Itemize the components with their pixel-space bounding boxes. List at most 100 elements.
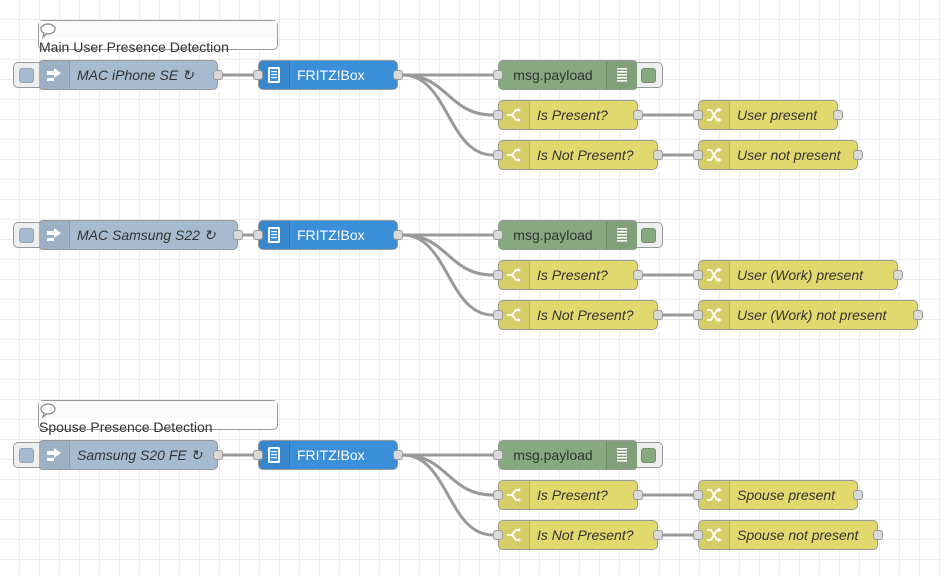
- input-port[interactable]: [693, 110, 703, 120]
- wire-fritzbox-to-not-present-switch[interactable]: [402, 453, 494, 537]
- input-port[interactable]: [493, 110, 503, 120]
- debug-toggle-button[interactable]: [637, 442, 663, 468]
- input-port[interactable]: [493, 70, 503, 80]
- input-port[interactable]: [693, 490, 703, 500]
- not-present-switch-node[interactable]: Is Not Present?: [493, 300, 663, 330]
- not-present-switch-node-label: Is Not Present?: [537, 147, 634, 163]
- not-present-switch-node[interactable]: Is Not Present?: [493, 520, 663, 550]
- present-change-node-label: User (Work) present: [737, 267, 864, 283]
- inject-node-label: MAC iPhone SE ↻: [77, 67, 194, 83]
- shuffle-icon: [699, 481, 730, 509]
- debug-node-label: msg.payload: [513, 227, 593, 243]
- not-present-change-node[interactable]: User (Work) not present: [693, 300, 923, 330]
- inject-node[interactable]: MAC Samsung S22 ↻: [13, 220, 243, 250]
- inject-node-label: Samsung S20 FE ↻: [77, 447, 203, 463]
- input-port[interactable]: [493, 490, 503, 500]
- wire-fritzbox-to-present-switch[interactable]: [402, 73, 494, 117]
- wire-fritzbox-to-present-switch[interactable]: [402, 233, 494, 277]
- input-port[interactable]: [493, 450, 503, 460]
- switch-icon: [499, 301, 530, 329]
- input-port[interactable]: [493, 270, 503, 280]
- debug-node[interactable]: msg.payload: [493, 60, 663, 90]
- debug-node-label: msg.payload: [513, 67, 593, 83]
- inject-node[interactable]: MAC iPhone SE ↻: [13, 60, 223, 90]
- inject-node-label: MAC Samsung S22 ↻: [77, 227, 216, 243]
- speech-bubble-icon: [39, 401, 277, 419]
- input-port[interactable]: [693, 310, 703, 320]
- inject-trigger-button[interactable]: [13, 222, 39, 248]
- shuffle-icon: [699, 101, 730, 129]
- wire-fritzbox-to-not-present-switch[interactable]: [402, 233, 494, 317]
- shuffle-icon: [699, 141, 730, 169]
- present-switch-node[interactable]: Is Present?: [493, 260, 643, 290]
- debug-list-icon: [606, 61, 637, 89]
- output-port[interactable]: [893, 270, 903, 280]
- output-port[interactable]: [653, 310, 663, 320]
- debug-toggle-button[interactable]: [637, 222, 663, 248]
- not-present-change-node[interactable]: Spouse not present: [693, 520, 883, 550]
- comment-node[interactable]: Spouse Presence Detection: [38, 400, 278, 435]
- output-port[interactable]: [213, 70, 223, 80]
- output-port[interactable]: [633, 110, 643, 120]
- inject-trigger-button[interactable]: [13, 442, 39, 468]
- output-port[interactable]: [393, 230, 403, 240]
- output-port[interactable]: [653, 150, 663, 160]
- output-port[interactable]: [913, 310, 923, 320]
- shuffle-icon: [699, 261, 730, 289]
- switch-icon: [499, 481, 530, 509]
- input-port[interactable]: [493, 150, 503, 160]
- wire-fritzbox-to-not-present-switch[interactable]: [402, 73, 494, 157]
- input-port[interactable]: [253, 230, 263, 240]
- comment-label: Main User Presence Detection: [39, 39, 229, 55]
- input-port[interactable]: [493, 230, 503, 240]
- comment-label: Spouse Presence Detection: [39, 419, 213, 435]
- input-port[interactable]: [493, 530, 503, 540]
- input-port[interactable]: [493, 310, 503, 320]
- present-change-node-label: User present: [737, 107, 818, 123]
- debug-node[interactable]: msg.payload: [493, 440, 663, 470]
- input-port[interactable]: [253, 450, 263, 460]
- fritzbox-node[interactable]: FRITZ!Box: [253, 440, 403, 470]
- input-port[interactable]: [693, 530, 703, 540]
- input-port[interactable]: [253, 70, 263, 80]
- wire-fritzbox-to-present-switch[interactable]: [402, 453, 494, 497]
- not-present-change-node-label: User not present: [737, 147, 841, 163]
- output-port[interactable]: [233, 230, 243, 240]
- output-port[interactable]: [213, 450, 223, 460]
- fritzbox-node[interactable]: FRITZ!Box: [253, 60, 403, 90]
- present-change-node[interactable]: User (Work) present: [693, 260, 903, 290]
- output-port[interactable]: [853, 150, 863, 160]
- comment-node[interactable]: Main User Presence Detection: [38, 20, 278, 55]
- present-switch-node-label: Is Present?: [537, 487, 608, 503]
- present-change-node[interactable]: Spouse present: [693, 480, 863, 510]
- fritzbox-node[interactable]: FRITZ!Box: [253, 220, 403, 250]
- not-present-switch-node-label: Is Not Present?: [537, 527, 634, 543]
- not-present-switch-node-label: Is Not Present?: [537, 307, 634, 323]
- debug-node-label: msg.payload: [513, 447, 593, 463]
- inject-node[interactable]: Samsung S20 FE ↻: [13, 440, 223, 470]
- present-change-node[interactable]: User present: [693, 100, 843, 130]
- input-port[interactable]: [693, 150, 703, 160]
- fritzbox-node-label: FRITZ!Box: [297, 67, 365, 83]
- output-port[interactable]: [393, 450, 403, 460]
- not-present-change-node[interactable]: User not present: [693, 140, 863, 170]
- debug-list-icon: [606, 441, 637, 469]
- debug-node[interactable]: msg.payload: [493, 220, 663, 250]
- output-port[interactable]: [393, 70, 403, 80]
- present-switch-node[interactable]: Is Present?: [493, 100, 643, 130]
- output-port[interactable]: [873, 530, 883, 540]
- output-port[interactable]: [653, 530, 663, 540]
- debug-toggle-button[interactable]: [637, 62, 663, 88]
- output-port[interactable]: [633, 490, 643, 500]
- inject-trigger-button[interactable]: [13, 62, 39, 88]
- fritzbox-icon: [259, 441, 290, 469]
- output-port[interactable]: [833, 110, 843, 120]
- present-switch-node[interactable]: Is Present?: [493, 480, 643, 510]
- fritzbox-icon: [259, 221, 290, 249]
- output-port[interactable]: [633, 270, 643, 280]
- input-port[interactable]: [693, 270, 703, 280]
- fritzbox-icon: [259, 61, 290, 89]
- not-present-switch-node[interactable]: Is Not Present?: [493, 140, 663, 170]
- output-port[interactable]: [853, 490, 863, 500]
